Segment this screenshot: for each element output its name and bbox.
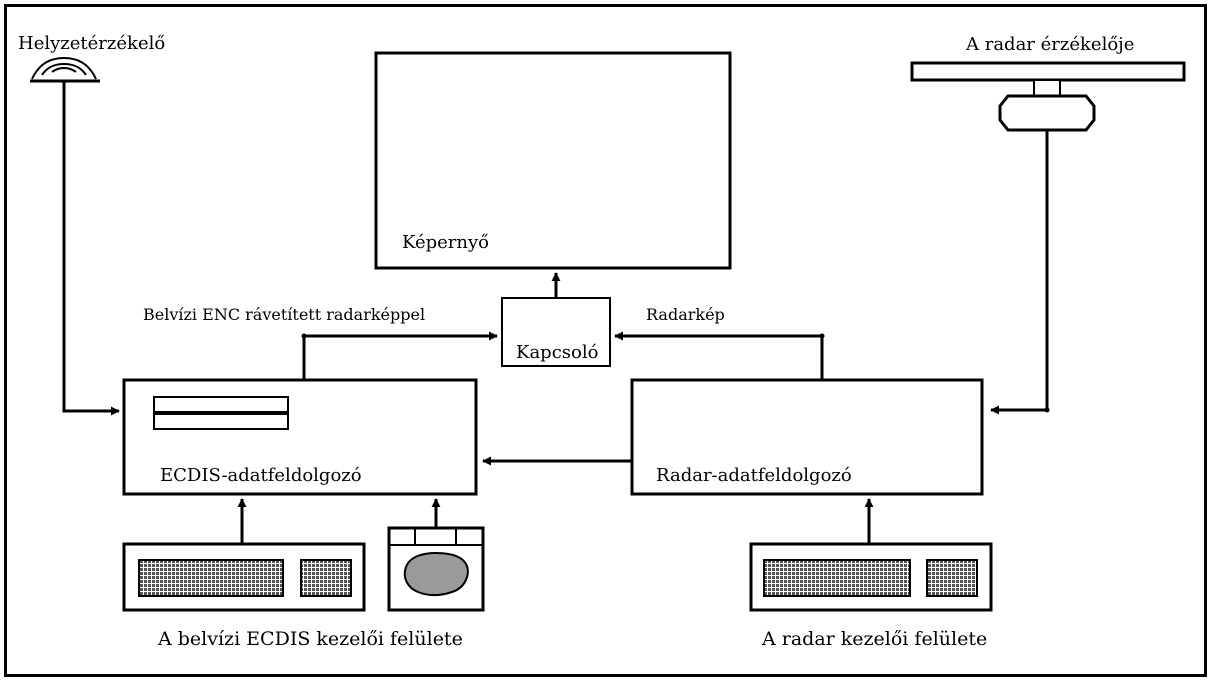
radar-sensor-label: A radar érzékelője xyxy=(966,34,1135,55)
radar-keyboard-icon xyxy=(749,542,993,612)
trackball-icon xyxy=(387,526,485,612)
screen-box xyxy=(374,51,732,270)
wire-position-to-ecdis xyxy=(62,81,120,416)
radar-interface-label: A radar kezelői felülete xyxy=(762,628,988,650)
radar-processor-label: Radar-adatfeldolgozó xyxy=(656,465,852,486)
wire-radar-sensor-to-processor xyxy=(990,130,1049,415)
position-sensor-label: Helyzetérzékelő xyxy=(18,33,166,54)
ecdis-processor-slot xyxy=(153,396,289,430)
radar-image-label: Radarkép xyxy=(646,305,725,324)
ecdis-interface-label: A belvízi ECDIS kezelői felülete xyxy=(158,628,463,650)
radar-processor-box xyxy=(630,378,984,496)
screen-label: Képernyő xyxy=(402,232,489,253)
diagram-frame xyxy=(4,4,1207,677)
radar-antenna-icon xyxy=(910,61,1186,132)
enc-overlay-label: Belvízi ENC rávetített radarképpel xyxy=(143,305,426,324)
switch-label: Kapcsoló xyxy=(516,342,599,363)
position-sensor-icon xyxy=(30,56,100,83)
switch-box xyxy=(501,297,611,367)
ecdis-keyboard-icon xyxy=(122,542,366,612)
wire-ecdis-to-switch xyxy=(302,331,498,380)
wire-radar-to-switch xyxy=(614,331,824,380)
ecdis-processor-label: ECDIS-adatfeldolgozó xyxy=(160,465,362,486)
